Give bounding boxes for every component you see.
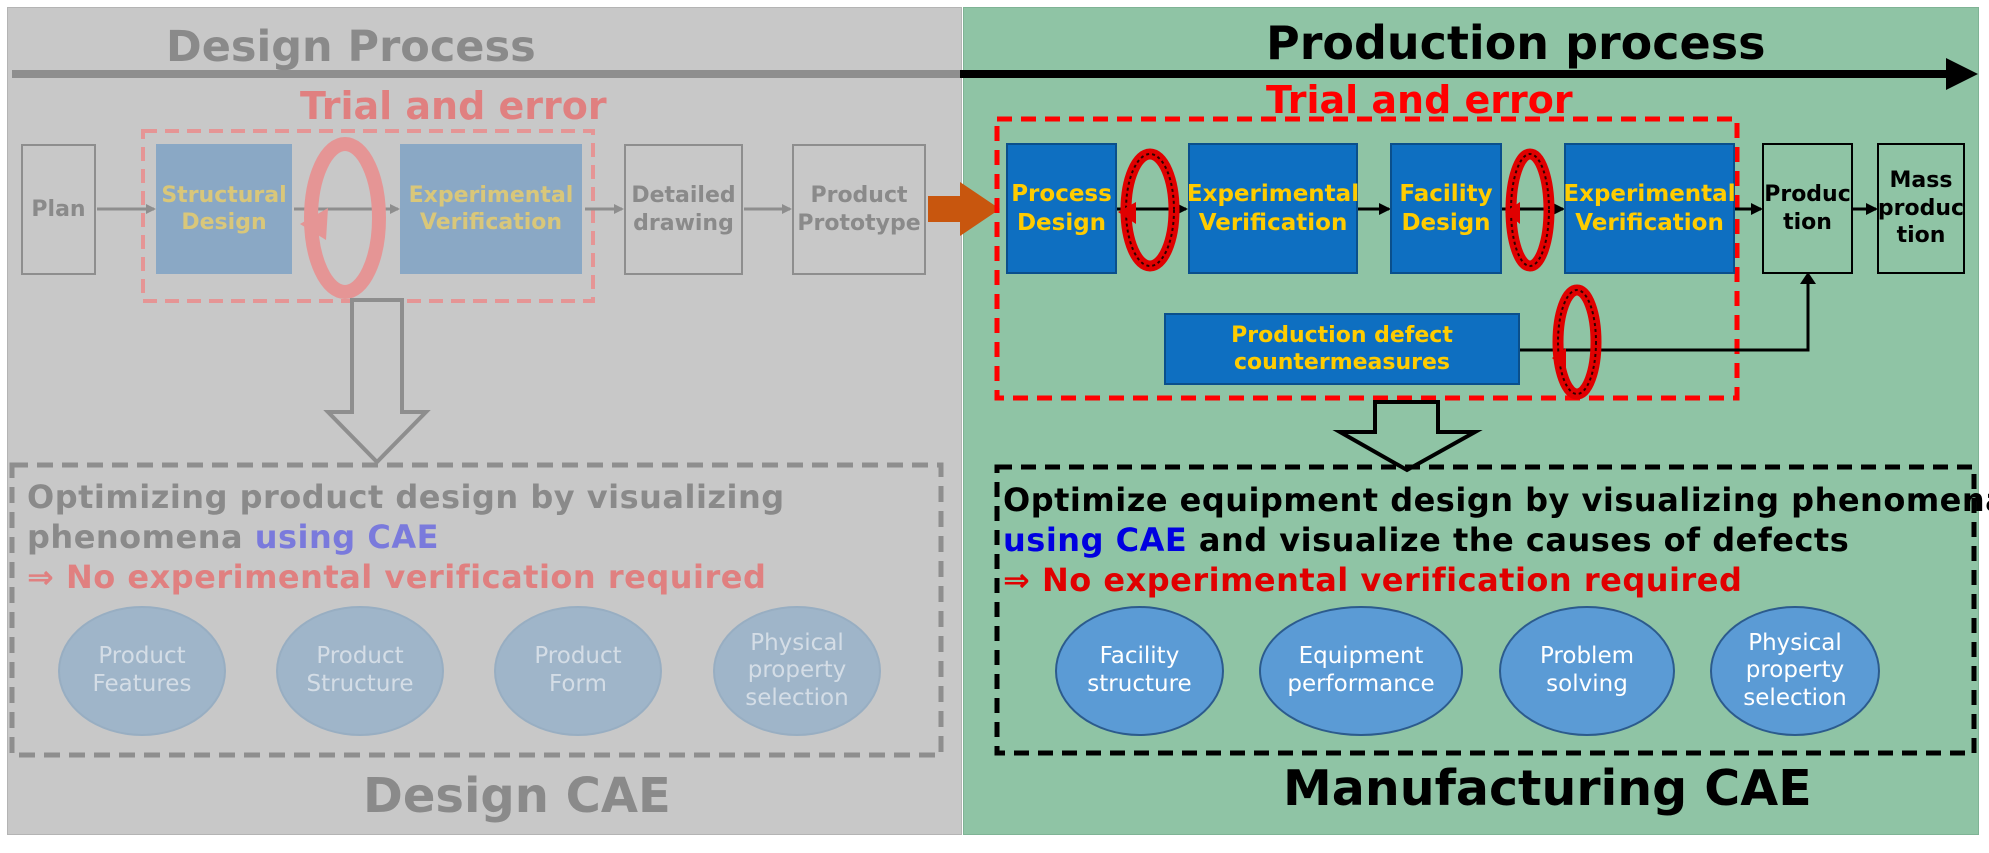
process-design-box: Process Design	[1006, 143, 1117, 274]
design-process-heading: Design Process	[166, 22, 536, 72]
design-desc-phenomena: phenomena	[27, 518, 255, 556]
manufacturing-desc-line2: using CAE and visualize the causes of de…	[1003, 521, 1849, 559]
manufacturing-cae-footer: Manufacturing CAE	[1283, 760, 1812, 817]
design-trial-label: Trial and error	[300, 84, 607, 128]
product-prototype-box: Product Prototype	[792, 144, 926, 275]
product-features-ellipse: Product Features	[58, 606, 226, 736]
production-verification-box-2: Experimental Verification	[1563, 143, 1736, 274]
production-trial-frame	[994, 116, 1740, 401]
detailed-drawing-box: Detailed drawing	[624, 144, 743, 275]
design-desc-line2: phenomena using CAE	[27, 518, 439, 556]
production-down-arrow	[1332, 400, 1483, 473]
equipment-performance-ellipse: Equipment performance	[1259, 606, 1463, 736]
production-box: Produc tion	[1762, 143, 1853, 274]
production-verification-box-1: Experimental Verification	[1187, 143, 1359, 274]
manufacturing-desc-using-cae: using CAE	[1003, 521, 1188, 559]
mass-production-box: Mass produc tion	[1877, 143, 1965, 274]
design-desc-line1: Optimizing product design by visualizing	[27, 478, 785, 516]
problem-solving-ellipse: Problem solving	[1499, 606, 1675, 736]
manufacturing-desc-line1: Optimize equipment design by visualizing…	[1003, 481, 1989, 519]
structural-design-box: Structural Design	[156, 144, 292, 274]
product-form-ellipse: Product Form	[494, 606, 662, 736]
design-physical-property-ellipse: Physical property selection	[713, 606, 881, 736]
facility-structure-ellipse: Facility structure	[1055, 606, 1224, 736]
production-trial-label: Trial and error	[1266, 78, 1573, 122]
defect-countermeasures-box: Production defect countermeasures	[1164, 313, 1520, 385]
manufacturing-physical-property-ellipse: Physical property selection	[1710, 606, 1880, 736]
manufacturing-desc-causes: and visualize the causes of defects	[1187, 521, 1850, 559]
facility-design-box: Facility Design	[1390, 143, 1502, 274]
production-process-heading: Production process	[1266, 16, 1766, 70]
product-structure-ellipse: Product Structure	[276, 606, 444, 736]
design-down-arrow	[323, 298, 431, 465]
design-desc-using-cae: using CAE	[254, 518, 439, 556]
design-desc-line3: ⇒ No experimental verification required	[27, 558, 767, 596]
plan-box: Plan	[21, 144, 96, 275]
manufacturing-cae-frame	[994, 464, 1977, 756]
transition-arrow	[928, 182, 1000, 236]
design-cae-footer: Design CAE	[363, 768, 671, 824]
defect-to-production-connector	[1520, 282, 1810, 352]
design-verification-box: Experimental Verification	[400, 144, 582, 274]
production-timeline-arrowhead	[1946, 58, 1978, 90]
manufacturing-desc-line3: ⇒ No experimental verification required	[1003, 561, 1743, 599]
design-cae-frame	[9, 462, 944, 758]
